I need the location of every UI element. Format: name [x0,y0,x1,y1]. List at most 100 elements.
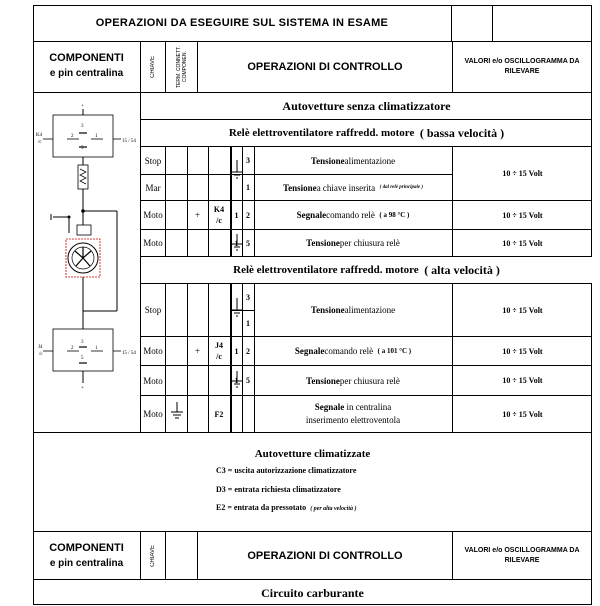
high-row2-sign: + [194,346,201,356]
svg-text:5: 5 [81,356,84,361]
low-row2-note: ( dal relè principale ) [379,185,423,190]
high-speed-title: Relè elettroventilatore raffredd. motore… [141,257,592,283]
colhead2-components: COMPONENTI e pin centralina [33,532,140,579]
low-row3-conn: K4 /c [213,205,225,225]
colhead2-ops: OPERAZIONI DI CONTROLLO [247,549,403,562]
high-row1-op-normal: alimentazione [344,305,396,315]
svg-text:3: 3 [81,340,84,345]
high-row1-op-bold: Tensione [310,305,345,315]
high-row4-op-normal: in centralina [344,402,392,412]
high-row2-note: ( a 101 °C ) [377,347,412,355]
high-row4-op: Segnale in centralina inserimento elettr… [254,396,452,432]
colhead-key-label: CHIAVE [150,56,156,78]
low-row2-op: Tensione a chiave inserita ( dal relè pr… [254,175,452,200]
low-row3-sign: + [194,210,201,220]
section2-line-e2: E2 = entrata da pressotato ( per alta ve… [216,503,357,512]
low-row3-op-bold: Segnale [296,210,327,220]
colhead-pins-label: e pin centralina [49,68,124,79]
high-row1-key: Stop [144,305,162,315]
low-row4-op-bold: Tensione [306,238,340,248]
high-speed-sub: ( alta velocità ) [424,262,500,277]
high-row3-key: Moto [143,375,163,386]
high-row2-value: 10 ÷ 15 Volt [502,346,543,356]
low-row2-pin: 1 [246,183,250,192]
low-row1-op-bold: Tensione [310,155,345,166]
high-row3-value: 10 ÷ 15 Volt [502,376,543,385]
colhead-components: COMPONENTI e pin centralina [33,42,140,92]
low-row2-op-bold: Tensione [283,182,317,193]
page-title: OPERAZIONI DA ESEGUIRE SUL SISTEMA IN ES… [95,17,389,29]
section2-title: Autovetture climatizzate [254,448,371,460]
svg-text:3: 3 [81,124,84,129]
low-row3-pin: 2 [246,210,250,220]
svg-text:5: 5 [81,146,84,151]
ground-icon [232,298,242,317]
low-row4-key: Moto [143,238,163,248]
colhead2-values: VALORI e/o OSCILLOGRAMMA DA RILEVARE [464,546,580,564]
low-row3-value: 10 ÷ 15 Volt [502,210,543,220]
low-row3-note: ( a 98 °C ) [379,211,410,219]
section2-line-c3: C3 = uscita autorizzazione climatizzator… [216,466,357,475]
high-row4-op2: inserimento elettroventola [305,415,401,425]
low-row1-key: Stop [144,155,162,166]
high-row3-op-normal: per chiusura relè [339,375,400,386]
svg-text:/c: /c [38,140,42,145]
low-row2-key: Mar [145,182,161,193]
colhead-term: TERM. CONNETT. COMPONEN. [166,42,197,92]
high-row1-pinb: 1 [246,319,250,328]
relay2-label: J4 [38,345,43,350]
high-speed-title-text: Relè elettroventilatore raffredd. motore [233,264,419,276]
colhead-ops: OPERAZIONI DI CONTROLLO [247,61,403,73]
high-row2-pina: 1 [234,346,239,356]
high-row2-op-bold: Segnale [294,346,325,356]
colhead-term-label: TERM. CONNETT. COMPONEN. [175,46,188,88]
colhead2-components-label: COMPONENTI [49,542,124,554]
high-row4-conn: F2 [214,409,224,419]
svg-text:+: + [81,104,84,109]
high-row1-value: 10 ÷ 15 Volt [502,305,543,315]
ground-icon [232,234,242,251]
high-row1-op: Tensione alimentazione [254,284,452,336]
low-row3-op-normal: comando relè [326,210,375,220]
high-row1-pina: 3 [246,292,250,302]
high-row2-conn: J4 /c [215,341,223,361]
high-row3-op: Tensione per chiusura relè [254,366,452,395]
svg-text:1: 1 [95,346,98,351]
svg-text:15 / 54: 15 / 54 [122,139,136,144]
colhead2-key: CHIAVE [141,532,165,579]
low-row4-pin: 5 [246,238,250,248]
low-speed-sub: ( bassa velocità ) [419,125,505,140]
low-row3-pina: 1 [234,210,239,220]
low-row4-op: Tensione per chiusura relè [254,230,452,256]
high-row4-op-bold: Segnale [314,402,345,412]
relay1-label: K4 [36,133,43,138]
svg-text:2: 2 [71,346,74,351]
svg-text:1: 1 [95,134,98,139]
ground-icon [232,160,242,179]
header-title-cell: OPERAZIONI DA ESEGUIRE SUL SISTEMA IN ES… [33,5,451,41]
low-speed-title-text: Relè elettroventilatore raffredd. motore [228,127,415,139]
ground-icon [171,402,183,419]
svg-text:2: 2 [71,134,74,139]
low-row1-op: Tensione alimentazione [254,147,452,174]
low-row3-op: Segnale comando relè ( a 98 °C ) [254,201,452,229]
svg-text:+: + [81,386,84,391]
low-row4-value: 10 ÷ 15 Volt [502,238,543,248]
low-value-top: 10 ÷ 15 Volt [502,169,543,178]
high-row2-op: Segnale comando relè ( a 101 °C ) [254,337,452,365]
svg-text:15 / 54: 15 / 54 [122,351,136,356]
section2-line-d3: D3 = entrata richiesta climatizzatore [216,485,341,494]
low-row4-op-normal: per chiusura relè [339,238,400,248]
svg-text:/c: /c [39,352,43,357]
high-row2-op-normal: comando relè [324,346,374,356]
high-row2-pin: 2 [246,346,250,356]
section2-line-e2-note: ( per alta velocità ) [310,506,357,512]
high-row4-value: 10 ÷ 15 Volt [502,409,543,419]
section2-line-e2-text: E2 = entrata da pressotato [216,503,307,512]
colhead2-key-label: CHIAVE [150,544,156,567]
low-speed-title: Relè elettroventilatore raffredd. motore… [141,120,592,146]
colhead-values: VALORI e/o OSCILLOGRAMMA DA RILEVARE [464,58,580,75]
section1-title: Autovetture senza climatizzatore [282,98,451,113]
high-row3-op-bold: Tensione [306,375,340,386]
high-row4-key: Moto [143,409,163,419]
